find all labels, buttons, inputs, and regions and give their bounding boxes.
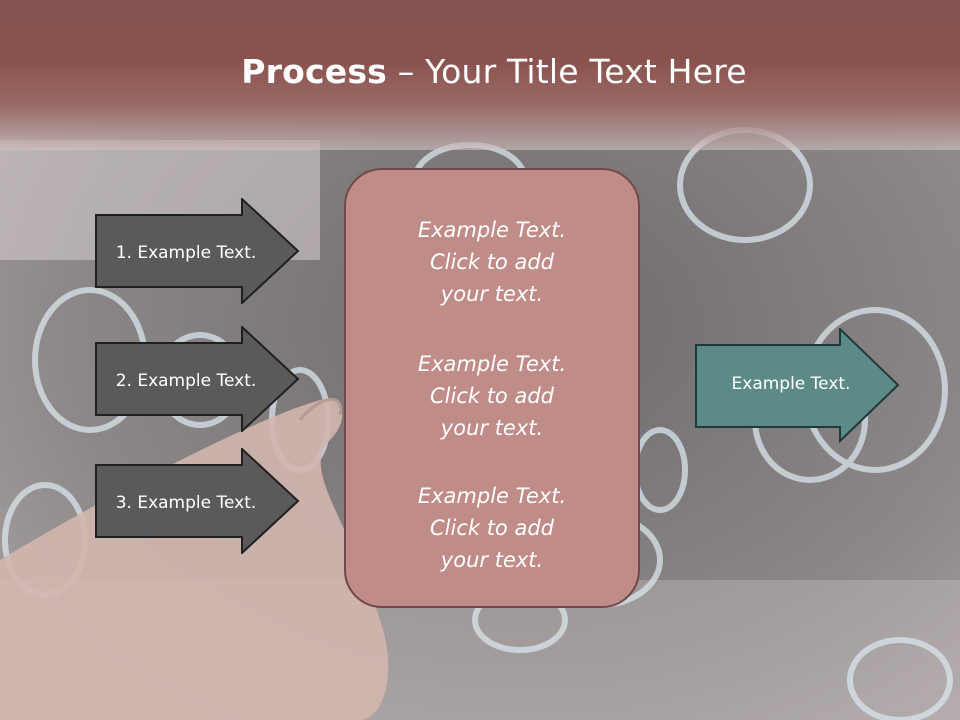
arrow-shape xyxy=(95,198,300,304)
slide-title[interactable]: Process – Your Title Text Here xyxy=(0,52,960,91)
paragraph-line: Click to add xyxy=(429,516,554,540)
paragraph-line: Example Text. xyxy=(417,218,567,242)
result-arrow[interactable]: Example Text. xyxy=(695,328,900,444)
header-bar: Process – Your Title Text Here xyxy=(0,0,960,150)
center-paragraph-2: Example Text. Click to add your text. xyxy=(346,348,638,444)
paragraph-line: Example Text. xyxy=(417,484,567,508)
step-2-label: 2. Example Text. xyxy=(115,371,257,391)
paragraph-line: Click to add xyxy=(429,250,554,274)
step-3-arrow[interactable]: 3. Example Text. xyxy=(95,448,300,554)
paragraph-line: your text. xyxy=(440,548,544,572)
step-2-arrow[interactable]: 2. Example Text. xyxy=(95,326,300,432)
title-bold: Process xyxy=(241,52,388,91)
arrow-shape xyxy=(695,328,900,444)
paragraph-line: your text. xyxy=(440,416,544,440)
arrow-shape xyxy=(95,326,300,432)
paragraph-line: Example Text. xyxy=(417,352,567,376)
result-label: Example Text. xyxy=(731,374,851,394)
step-1-arrow[interactable]: 1. Example Text. xyxy=(95,198,300,304)
step-3-label: 3. Example Text. xyxy=(115,493,257,513)
paragraph-line: your text. xyxy=(440,282,544,306)
arrow-shape xyxy=(95,448,300,554)
title-rest: – Your Title Text Here xyxy=(387,52,747,91)
step-1-label: 1. Example Text. xyxy=(115,243,257,263)
center-paragraph-1: Example Text. Click to add your text. xyxy=(346,214,638,310)
center-paragraph-3: Example Text. Click to add your text. xyxy=(346,480,638,576)
paragraph-line: Click to add xyxy=(429,384,554,408)
center-text-box[interactable]: Example Text. Click to add your text. Ex… xyxy=(344,168,640,608)
